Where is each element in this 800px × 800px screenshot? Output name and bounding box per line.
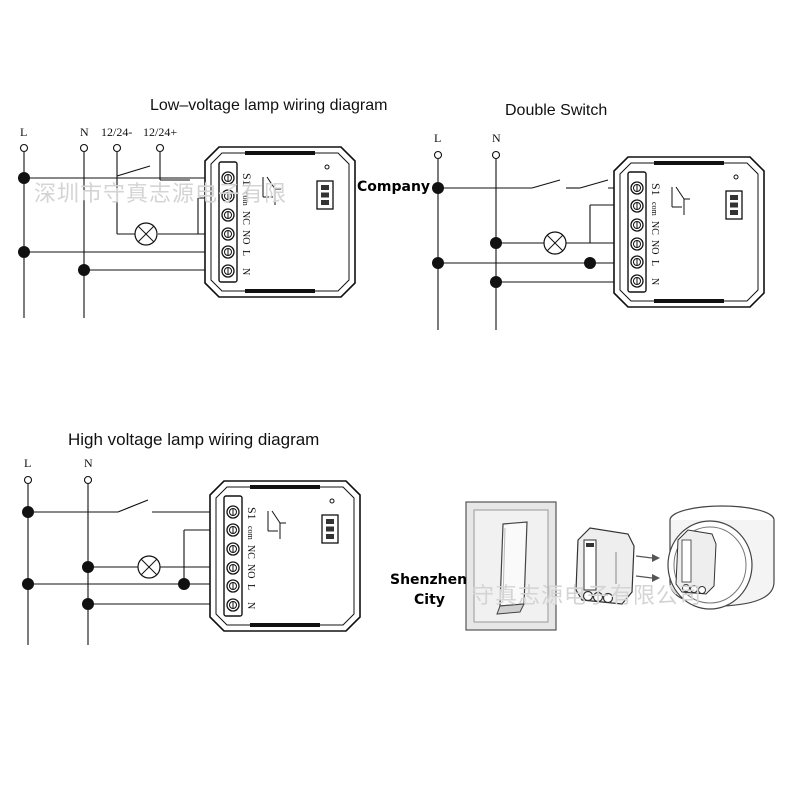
d1-junction [78,264,90,276]
d2-double-switch-diagram [433,150,630,330]
d3-junction [82,598,94,610]
double-switch-diagram-title: Double Switch [505,102,608,119]
d2-terminal-label-com: com [650,202,659,217]
d2-junction [584,257,596,269]
d1-module [203,145,357,299]
d1-terminal-label-s1: S1 [240,173,254,186]
d1-wire-label-l: L [20,125,28,139]
d3-wire-label-n: N [84,456,93,470]
watermark-text-bottom: 守真志源电子有限公司 [472,584,703,609]
company-overlay-label: Company [357,179,431,195]
d1-terminal-label-no: NO [240,230,251,244]
d1-junction [18,246,30,258]
d3-terminal-label-n: N [245,602,256,609]
d2-lamp [543,231,567,255]
city-overlay-label-line2: City [414,592,445,608]
d3-terminal-label-l: L [245,584,256,590]
d3-lamp [137,555,161,579]
watermark-text-top: 深圳市守真志源电子有限 [34,182,288,207]
city-overlay-label-line1: Shenzhen [390,572,468,588]
d1-wire-label-12-24-plus: 12/24+ [143,125,178,139]
installation-illustration [465,501,775,631]
d3-wire-label-l: L [24,456,32,470]
d3-junction [82,561,94,573]
d3-terminal-labels: S1 com NC NO L N [245,507,259,609]
d2-junction [432,182,444,194]
d3-junction [22,506,34,518]
d1-terminal-label-nc: NC [240,211,251,225]
low-voltage-diagram-title: Low–voltage lamp wiring diagram [150,97,388,114]
d2-terminal-label-n: N [649,278,660,285]
d3-terminal-label-com: com [246,526,255,541]
d3-terminal-label-no: NO [245,564,256,578]
d2-junction [490,276,502,288]
d2-terminal-label-no: NO [649,240,660,254]
d2-junction [490,237,502,249]
d2-terminal-labels: S1 com NC NO L N [649,183,663,285]
d1-terminal-labels: S1 com NC NO L N [240,173,254,275]
d2-terminal-label-s1: S1 [649,183,663,196]
d1-low-voltage-diagram [19,143,226,318]
d1-wire-label-n: N [80,125,89,139]
d1-junction [18,172,30,184]
d3-junction [22,578,34,590]
d3-module [208,479,362,633]
d3-high-voltage-diagram [23,475,230,645]
d1-lamp [134,222,158,246]
d1-wire-label-12-24-minus: 12/24- [101,125,133,139]
d3-junction [178,578,190,590]
d1-terminal-label-l: L [240,250,251,256]
d3-terminal-label-nc: NC [245,545,256,559]
high-voltage-diagram-title: High voltage lamp wiring diagram [68,430,320,449]
d2-junction [432,257,444,269]
d2-terminal-label-nc: NC [649,221,660,235]
d2-wire-label-l: L [434,131,442,145]
d1-terminal-label-n: N [240,268,251,275]
d2-module [612,155,766,309]
d3-terminal-label-s1: S1 [245,507,259,520]
d2-terminal-label-l: L [649,260,660,266]
d1-terminal-label-com: com [241,192,250,207]
d2-wire-label-n: N [492,131,501,145]
